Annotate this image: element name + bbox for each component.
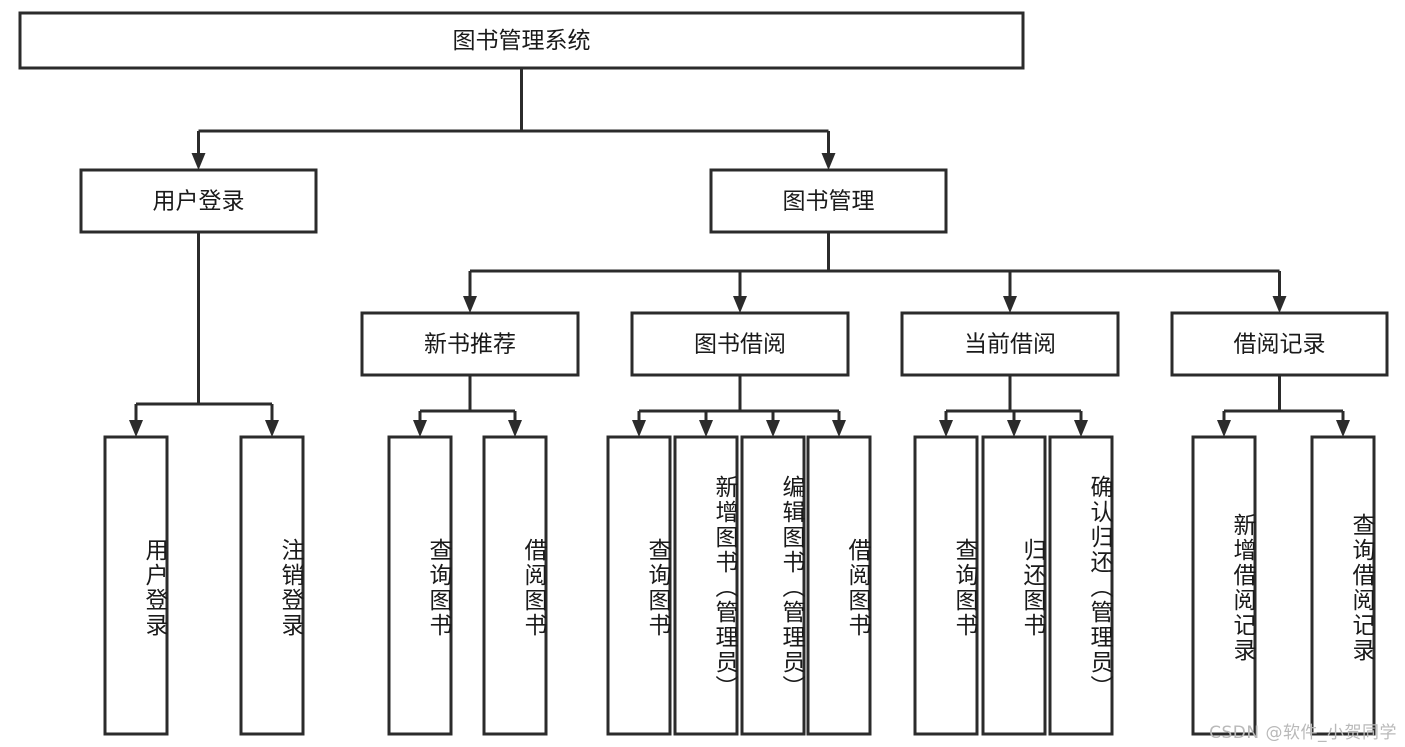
arrow-book-borrow-to-leaf-borrow-book-2 bbox=[832, 420, 846, 437]
node-new-book-recommend[interactable] bbox=[360, 311, 580, 377]
arrow-book-borrow-to-leaf-edit-book bbox=[766, 420, 780, 437]
arrow-user-login-to-leaf-logout bbox=[265, 420, 279, 437]
arrow-book-borrow-to-leaf-query-book-2 bbox=[632, 420, 646, 437]
arrow-book-management-to-book-borrow bbox=[733, 296, 747, 313]
node-borrow-record[interactable] bbox=[1170, 311, 1389, 377]
node-book-borrow-label: 图书借阅 bbox=[694, 332, 786, 358]
node-user-login[interactable] bbox=[79, 168, 318, 234]
node-leaf-add-record[interactable] bbox=[1191, 435, 1257, 736]
node-leaf-query-book-1[interactable] bbox=[387, 435, 453, 736]
arrow-borrow-record-to-leaf-add-record bbox=[1217, 420, 1231, 437]
node-new-book-recommend-label: 新书推荐 bbox=[424, 332, 516, 358]
arrow-root-to-book-management bbox=[821, 153, 836, 170]
arrow-current-borrow-to-leaf-confirm-return bbox=[1074, 420, 1088, 437]
node-leaf-borrow-book-2[interactable] bbox=[806, 435, 872, 736]
arrow-current-borrow-to-leaf-query-book-3 bbox=[939, 420, 953, 437]
node-leaf-confirm-return[interactable] bbox=[1048, 435, 1114, 736]
node-root-label: 图书管理系统 bbox=[453, 28, 591, 54]
arrow-book-management-to-new-book-recommend bbox=[463, 296, 477, 313]
node-leaf-query-book-2[interactable] bbox=[606, 435, 672, 736]
arrow-user-login-to-leaf-user-login bbox=[129, 420, 143, 437]
node-user-login-label: 用户登录 bbox=[153, 189, 245, 215]
node-leaf-add-book[interactable] bbox=[673, 435, 739, 736]
arrow-root-to-user-login bbox=[191, 153, 206, 170]
node-root[interactable] bbox=[18, 11, 1025, 70]
arrow-new-book-recommend-to-leaf-borrow-book-1 bbox=[508, 420, 522, 437]
node-leaf-edit-book[interactable] bbox=[740, 435, 806, 736]
arrow-new-book-recommend-to-leaf-query-book-1 bbox=[413, 420, 427, 437]
node-current-borrow-label: 当前借阅 bbox=[964, 332, 1056, 358]
node-book-management-label: 图书管理 bbox=[783, 189, 875, 215]
boxes-layer bbox=[18, 11, 1389, 736]
node-current-borrow[interactable] bbox=[900, 311, 1120, 377]
arrow-book-management-to-borrow-record bbox=[1272, 296, 1287, 313]
watermark-text: CSDN @软件_小贺同学 bbox=[1209, 723, 1397, 743]
node-leaf-logout[interactable] bbox=[239, 435, 305, 736]
arrow-current-borrow-to-leaf-return-book bbox=[1007, 420, 1021, 437]
connectors-layer bbox=[129, 68, 1350, 437]
node-leaf-query-record[interactable] bbox=[1310, 435, 1376, 736]
node-leaf-user-login[interactable] bbox=[103, 435, 169, 736]
node-book-borrow[interactable] bbox=[630, 311, 850, 377]
node-leaf-borrow-book-1[interactable] bbox=[482, 435, 548, 736]
node-borrow-record-label: 借阅记录 bbox=[1234, 332, 1326, 358]
arrow-book-borrow-to-leaf-add-book bbox=[699, 420, 713, 437]
arrow-borrow-record-to-leaf-query-record bbox=[1336, 420, 1350, 437]
node-book-management[interactable] bbox=[709, 168, 948, 234]
arrow-book-management-to-current-borrow bbox=[1003, 296, 1017, 313]
node-leaf-return-book[interactable] bbox=[981, 435, 1047, 736]
node-leaf-query-book-3[interactable] bbox=[913, 435, 979, 736]
